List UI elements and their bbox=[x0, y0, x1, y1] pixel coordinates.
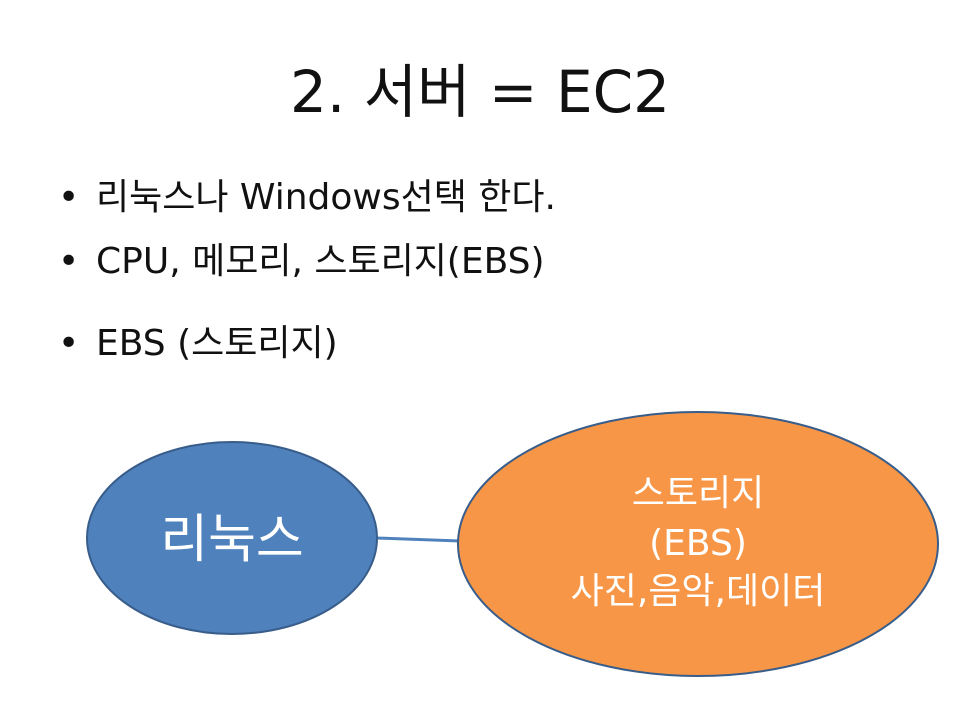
edge-linux-storage bbox=[375, 536, 461, 543]
node-linux bbox=[86, 441, 378, 635]
node-storage-label-3: 사진,음악,데이터 bbox=[571, 571, 826, 612]
bullet-item: 리눅스나 Windows선택 한다. bbox=[58, 172, 556, 224]
slide-title: 2. 서버 = EC2 bbox=[289, 58, 670, 126]
node-storage bbox=[457, 411, 939, 677]
bullet-item: CPU, 메모리, 스토리지(EBS) bbox=[58, 236, 556, 288]
node-linux-label: 리눅스 bbox=[160, 510, 304, 570]
bullet-item: EBS (스토리지) bbox=[58, 318, 556, 370]
node-storage-label-2: (EBS) bbox=[649, 523, 747, 564]
bullet-list: 리눅스나 Windows선택 한다. CPU, 메모리, 스토리지(EBS) E… bbox=[58, 172, 556, 370]
node-storage-label-1: 스토리지 bbox=[632, 473, 764, 514]
